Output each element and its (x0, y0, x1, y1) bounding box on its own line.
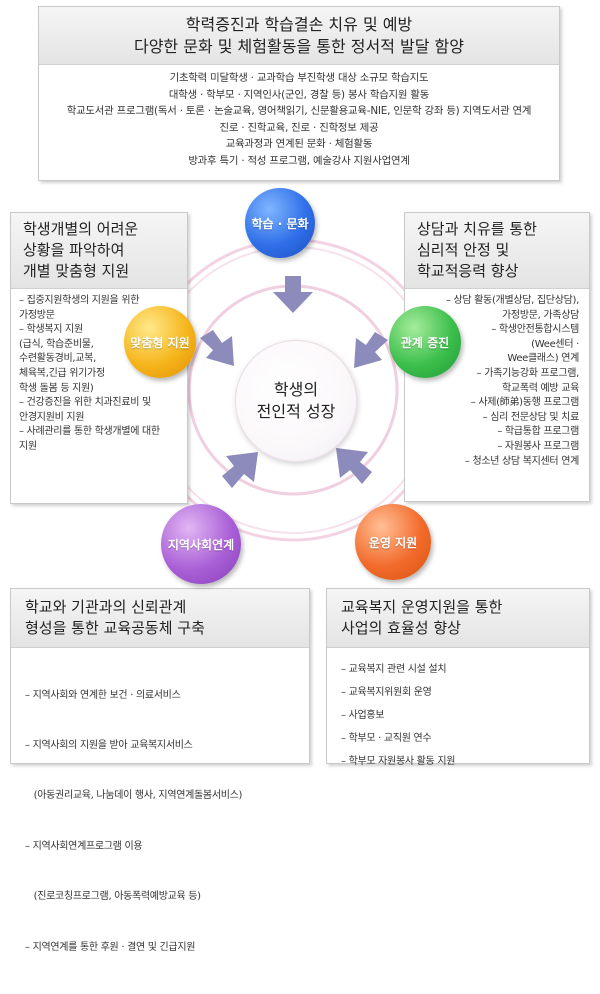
center-holistic-growth: 학생의 전인적 성장 (235, 340, 357, 462)
left-item: 지원 (19, 440, 37, 452)
right-title-line-3: 학교적응력 향상 (417, 262, 519, 280)
left-item: 가정방문 (19, 309, 55, 321)
arrow-top (273, 276, 313, 313)
bottom-right-title-line-1: 교육복지 운영지원을 통한 (341, 598, 503, 616)
bottom-right-box-header: 교육복지 운영지원을 통한 사업의 효율성 향상 (327, 589, 589, 648)
right-item: Wee클래스) 연계 (507, 353, 579, 365)
left-title-line-1: 학생개별의 어려운 (23, 220, 139, 238)
top-item: 대학생 · 학부모 · 지역인사(군인, 경찰 등) 봉사 학습지원 활동 (168, 88, 430, 101)
left-item: – 학생복지 지원 (19, 324, 83, 336)
circle-customized-support-label: 맞춤형 지원 (130, 335, 190, 350)
arrows (200, 276, 388, 488)
circle-learning-culture: 학습 · 문화 (245, 188, 315, 258)
right-item: – 학생안전통합시스템 (491, 324, 579, 336)
right-box-list: – 상담 활동(개별상담, 집단상담), 가정방문, 가족상담 – 학생안전통합… (405, 289, 589, 473)
arrow-right (354, 332, 388, 368)
bottom-right-item: – 교육복지 관련 시설 설치 (341, 664, 447, 675)
bottom-left-item: (아동권리교육, 나눔데이 행사, 지역연계돌봄서비스) (25, 790, 243, 802)
arrow-bottom-left (222, 452, 258, 488)
bottom-right-title-line-2: 사업의 효율성 향상 (341, 619, 461, 637)
circle-operation-support-label: 운영 지원 (368, 535, 418, 550)
left-item: – 집중지원학생의 지원을 위한 (19, 295, 140, 306)
left-item: 수련활동경비,교복, (19, 353, 96, 365)
bottom-right-item: – 학부모 자원봉사 활동 지원 (341, 756, 456, 767)
top-item: 학교도서관 프로그램(독서 · 토론 · 논술교육, 영어책읽기, 신문활용교육… (66, 105, 532, 118)
left-box-list: – 집중지원학생의 지원을 위한 가정방문 – 학생복지 지원 (급식, 학습준… (11, 289, 187, 459)
left-title-line-3: 개별 맞춤형 지원 (23, 262, 130, 280)
center-line-1: 학생의 (273, 380, 319, 399)
bottom-right-item: – 학부모 · 교직원 연수 (341, 733, 432, 744)
bottom-left-box-header: 학교와 기관과의 신뢰관계 형성을 통한 교육공동체 구축 (11, 589, 309, 648)
top-item: 방과후 특기 · 적성 프로그램, 예술강사 지원사업연계 (188, 154, 410, 167)
circle-relationship: 관계 증진 (389, 306, 461, 378)
arrow-bottom-right (336, 448, 372, 484)
top-item: 기초학력 미달학생 · 교과학습 부진학생 대상 소규모 학습지도 (169, 72, 429, 84)
right-item: – 자원봉사 프로그램 (497, 440, 579, 452)
right-item: 학교폭력 예방 교육 (502, 382, 579, 394)
right-title-line-1: 상담과 치유를 통한 (417, 220, 537, 238)
right-box-header: 상담과 치유를 통한 심리적 안정 및 학교적응력 향상 (405, 213, 589, 289)
top-box-list: 기초학력 미달학생 · 교과학습 부진학생 대상 소규모 학습지도 대학생 · … (39, 65, 559, 175)
arrow-left (200, 330, 234, 366)
left-item: (급식, 학습준비물, (19, 338, 94, 350)
top-box: 학력증진과 학습결손 치유 및 예방 다양한 문화 및 체험활동을 통한 정서적… (38, 6, 560, 181)
right-item: – 사제(師弟)동행 프로그램 (470, 397, 580, 409)
top-title-line-1: 학력증진과 학습결손 치유 및 예방 (185, 15, 413, 34)
top-box-header: 학력증진과 학습결손 치유 및 예방 다양한 문화 및 체험활동을 통한 정서적… (39, 7, 559, 65)
left-box-header: 학생개별의 어려운 상황을 파악하여 개별 맞춤형 지원 (11, 213, 187, 289)
top-title-line-2: 다양한 문화 및 체험활동을 통한 정서적 발달 함양 (133, 37, 464, 56)
circle-community-link-label: 지역사회연계 (167, 537, 235, 552)
left-item: 학생 돌봄 등 지원) (19, 382, 94, 394)
circle-learning-culture-label: 학습 · 문화 (251, 216, 309, 231)
center-line-2: 전인적 성장 (256, 402, 336, 421)
bottom-right-item: – 사업홍보 (341, 710, 385, 721)
bottom-left-item: – 지역사회와 연계한 보건 · 의료서비스 (25, 689, 181, 701)
circle-operation-support: 운영 지원 (355, 504, 431, 580)
bottom-left-item: – 지역사회의 지원을 받아 교육복지서비스 (25, 739, 193, 751)
bottom-right-box: 교육복지 운영지원을 통한 사업의 효율성 향상 – 교육복지 관련 시설 설치… (326, 588, 590, 767)
left-item: – 사례관리를 통한 학생개별에 대한 (19, 426, 160, 438)
right-item: (Wee센터 · (531, 338, 579, 350)
circle-community-link: 지역사회연계 (161, 504, 241, 584)
left-title-line-2: 상황을 파악하여 (23, 241, 125, 259)
bottom-left-item: (진로코칭프로그램, 아동폭력예방교육 등) (25, 891, 201, 903)
left-item: 체육복,긴급 위기가정 (19, 367, 105, 379)
bottom-left-box: 학교와 기관과의 신뢰관계 형성을 통한 교육공동체 구축 – 지역사회와 연계… (10, 588, 310, 953)
right-item: – 상담 활동(개별상담, 집단상담), (445, 295, 579, 306)
left-item: – 건강증진을 위한 치과진료비 및 (19, 397, 151, 409)
bottom-left-item: – 지역사회연계프로그램 이용 (25, 840, 143, 852)
right-item: – 청소년 상담 복지센터 연계 (464, 455, 579, 467)
right-item: – 가족기능강화 프로그램, (476, 367, 580, 379)
bottom-left-title-line-1: 학교와 기관과의 신뢰관계 (25, 598, 187, 616)
bottom-right-item: – 교육복지위원회 운영 (341, 687, 432, 698)
right-item: – 심리 전문상담 및 치료 (482, 411, 580, 423)
right-item: – 학급통합 프로그램 (497, 426, 579, 438)
right-item: 가정방문, 가족상담 (502, 309, 579, 321)
right-title-line-2: 심리적 안정 및 (417, 241, 510, 259)
left-item: 안경지원비 지원 (19, 411, 85, 423)
bottom-left-box-list: – 지역사회와 연계한 보건 · 의료서비스 – 지역사회의 지원을 받아 교육… (11, 648, 309, 994)
top-item: 진로 · 진학교육, 진로 · 진학정보 제공 (219, 121, 379, 134)
bottom-right-box-list: – 교육복지 관련 시설 설치 – 교육복지위원회 운영 – 사업홍보 – 학부… (327, 648, 589, 777)
circle-customized-support: 맞춤형 지원 (124, 306, 196, 378)
top-item: 교육과정과 연계된 문화 · 체험활동 (225, 138, 373, 151)
bottom-left-title-line-2: 형성을 통한 교육공동체 구축 (25, 619, 205, 637)
left-box: 학생개별의 어려운 상황을 파악하여 개별 맞춤형 지원 – 집중지원학생의 지… (10, 212, 188, 504)
circle-relationship-label: 관계 증진 (400, 335, 450, 350)
bottom-left-item: – 지역연계를 통한 후원 · 결연 및 긴급지원 (25, 941, 196, 953)
